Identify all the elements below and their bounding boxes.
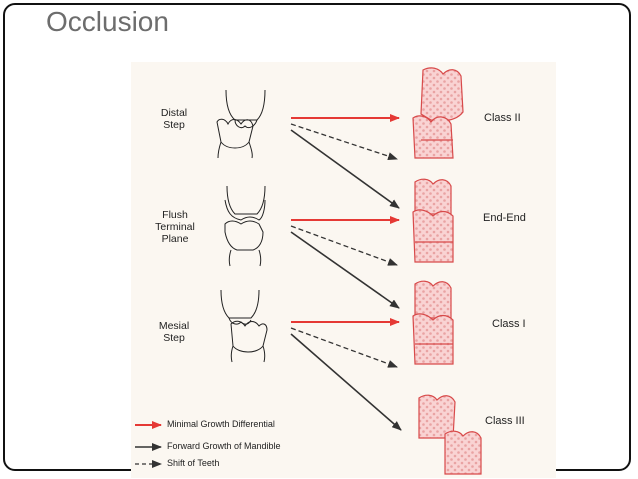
label-line: Flush <box>162 209 188 221</box>
permanent-molars-end-end <box>412 178 454 263</box>
permanent-molars-class-iii <box>418 394 482 475</box>
permanent-molars-class-ii <box>412 67 464 159</box>
arrow-distal-shift <box>290 123 398 160</box>
label-distal-step: Distal Step <box>151 107 197 131</box>
slide-title: Occlusion <box>46 6 169 37</box>
label-flush-terminal-plane: Flush Terminal Plane <box>147 209 203 245</box>
molar-pair-mesial-step <box>220 289 268 363</box>
molar-pair-flush-terminal-plane <box>224 185 266 267</box>
arrow-flush-shift <box>290 225 398 266</box>
label-mesial-step: Mesial Step <box>149 320 199 344</box>
label-line: Distal <box>160 107 188 119</box>
label-line: Plane <box>161 233 189 245</box>
occlusion-diagram: Distal Step Flush Terminal Plane Mesial … <box>131 62 556 478</box>
label-end-end: End-End <box>483 212 526 224</box>
legend-forward-growth: Forward Growth of Mandible <box>167 441 281 451</box>
label-line: Mesial <box>158 320 190 332</box>
arrow-mesial-forward <box>290 333 402 431</box>
permanent-molars-class-i <box>412 280 454 365</box>
label-class-i: Class I <box>492 318 526 330</box>
legend-shift-of-teeth: Shift of Teeth <box>167 458 220 468</box>
label-line: Step <box>163 119 185 131</box>
arrow-distal-forward <box>290 129 400 209</box>
label-class-ii: Class II <box>484 112 521 124</box>
arrow-flush-forward <box>290 231 400 309</box>
arrow-mesial-shift <box>290 327 398 368</box>
molar-pair-distal-step <box>216 89 266 159</box>
legend-minimal-growth: Minimal Growth Differential <box>167 419 275 429</box>
label-class-iii: Class III <box>485 415 525 427</box>
diagram-graphics <box>135 67 482 475</box>
label-line: Terminal <box>155 221 195 233</box>
label-line: Step <box>163 332 185 344</box>
